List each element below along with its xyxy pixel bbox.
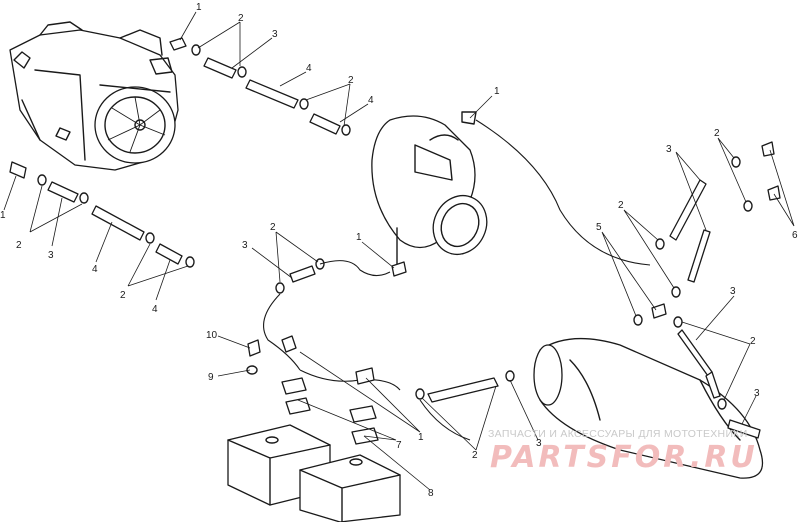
callout-2: 2 [348, 75, 354, 86]
muffler [533, 329, 764, 479]
engine-housing [9, 21, 179, 171]
callout-8: 8 [428, 488, 434, 499]
callout-1: 1 [418, 432, 424, 443]
water-box [371, 111, 651, 266]
callout-2: 2 [618, 200, 624, 211]
watermark-caption: ЗАПЧАСТИ И АКСЕССУАРЫ ДЛЯ МОТОТЕХНИКИ [488, 428, 748, 440]
gasket-parts [246, 339, 379, 445]
callout-2: 2 [750, 336, 756, 347]
callout-2: 2 [120, 290, 126, 301]
callout-2: 2 [16, 240, 22, 251]
top-hose-assembly [169, 37, 351, 136]
right-upper-hoses [633, 141, 781, 328]
callout-3: 3 [536, 438, 542, 449]
callout-1: 1 [196, 2, 202, 13]
callout-2: 2 [472, 450, 478, 461]
callout-6: 6 [792, 230, 798, 241]
callout-labels: 1 2 3 4 2 4 1 2 3 4 2 4 1 2 3 1 3 2 6 2 … [0, 2, 798, 499]
leader-lines [3, 11, 795, 491]
callout-4: 4 [92, 264, 98, 275]
middle-hose-assembly [263, 227, 407, 371]
callout-2: 2 [270, 222, 276, 233]
callout-3: 3 [272, 29, 278, 40]
callout-3: 3 [48, 250, 54, 261]
callout-3: 3 [754, 388, 760, 399]
callout-3: 3 [242, 240, 248, 251]
callout-3: 3 [666, 144, 672, 155]
watermark-logo: PARTSFOR.RU [490, 440, 758, 475]
callout-1: 1 [356, 232, 362, 243]
callout-10: 10 [206, 330, 218, 341]
callout-2: 2 [238, 13, 244, 24]
callout-1: 1 [0, 210, 6, 221]
callout-4: 4 [152, 304, 158, 315]
engine-block [227, 424, 401, 522]
callout-1: 1 [494, 86, 500, 97]
callout-4: 4 [368, 95, 374, 106]
callout-9: 9 [208, 372, 214, 383]
callout-5: 5 [596, 222, 602, 233]
callout-2: 2 [714, 128, 720, 139]
left-hose-assembly [9, 161, 195, 268]
callout-7: 7 [396, 440, 402, 451]
lower-hose-assembly [299, 367, 515, 441]
callout-4: 4 [306, 63, 312, 74]
callout-3: 3 [730, 286, 736, 297]
